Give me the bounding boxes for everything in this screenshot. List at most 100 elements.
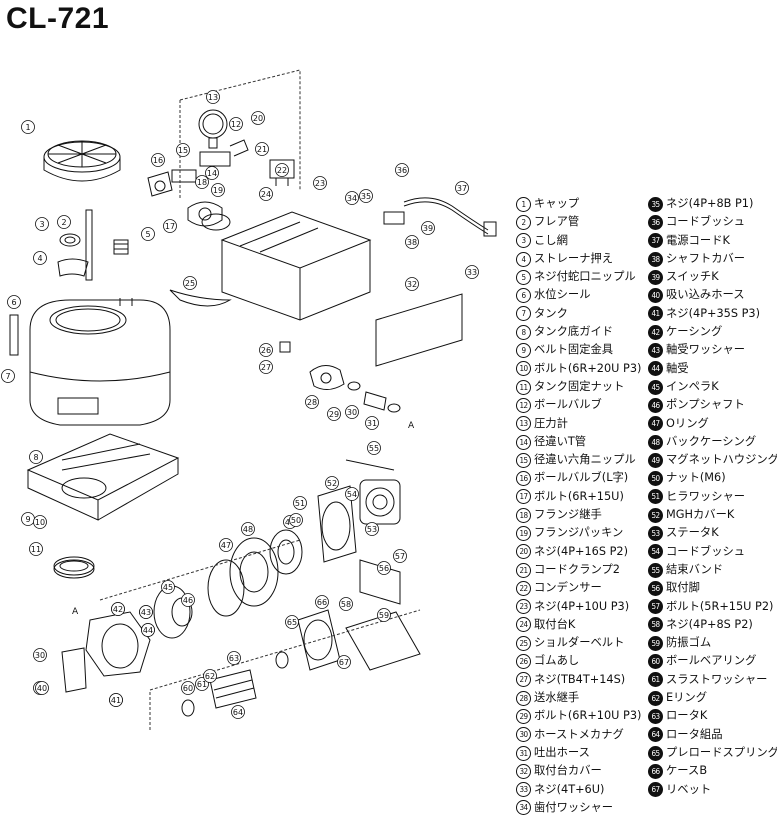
part-name: 取付台K (534, 617, 576, 631)
part-name: 軸受ワッシャー (666, 343, 746, 357)
callout-number: 10 (35, 518, 45, 527)
callout-48: 48 (241, 522, 255, 536)
callout-number: 61 (197, 680, 207, 689)
part-number-badge: 61 (648, 672, 663, 688)
callout-42: 42 (111, 602, 125, 616)
callout-number: 65 (287, 618, 297, 627)
part-name: ボールバルブ(L字) (534, 471, 629, 485)
callout-number: 13 (208, 93, 218, 102)
part-name: ケースB (666, 764, 708, 778)
callout-circle (7, 295, 21, 309)
callout-12: 12 (229, 117, 243, 131)
power-cord-part (403, 197, 497, 237)
callout-number: 62 (205, 672, 215, 681)
callout-58: 58 (339, 597, 353, 611)
callout-6: 6 (7, 295, 21, 309)
callout-circle (57, 215, 71, 229)
callout-25: 25 (183, 276, 197, 290)
callout-number: 43 (141, 608, 151, 617)
callout-number: 6 (11, 298, 16, 307)
callout-number: 15 (178, 146, 188, 155)
part-number-badge: 10 (516, 361, 531, 377)
stator-part (345, 459, 401, 525)
callout-number: 31 (367, 419, 377, 428)
callout-circle (255, 142, 269, 156)
part-number-badge: 53 (648, 525, 663, 541)
callout-number: 16 (153, 156, 163, 165)
callout-number: 8 (33, 453, 38, 462)
callout-28: 28 (305, 395, 319, 409)
callout-45: 45 (161, 580, 175, 594)
callout-circle (251, 111, 265, 125)
callout-4: 4 (33, 251, 47, 265)
flange-part (187, 201, 231, 231)
part-name: ボルト(6R+10U P3) (534, 709, 642, 723)
callout-10: 10 (33, 515, 47, 529)
callout-circle (211, 183, 225, 197)
rubber-foot-part (279, 341, 291, 353)
part-name: ゴムあし (534, 654, 580, 668)
callout-2: 2 (57, 215, 71, 229)
callout-number: 40 (37, 684, 47, 693)
callout-number: 1 (25, 123, 30, 132)
part-number-badge: 8 (516, 324, 531, 340)
callout-number: 26 (261, 346, 271, 355)
valve-fitting-group (147, 139, 249, 197)
callout-17: 17 (163, 219, 177, 233)
part-name: コードブッシュ (666, 215, 746, 229)
part-name: ベルト固定金具 (534, 343, 614, 357)
callout-circle (345, 405, 359, 419)
callout-43: 43 (139, 605, 153, 619)
part-number-badge: 26 (516, 654, 531, 670)
callout-number: 33 (467, 268, 477, 277)
callout-46: 46 (181, 593, 195, 607)
callout-circle (21, 120, 35, 134)
callout-number: 54 (347, 490, 357, 499)
callout-circle (161, 580, 175, 594)
part-name: 水位シール (534, 288, 591, 302)
part-number-badge: 66 (648, 763, 663, 779)
callout-29: 29 (327, 407, 341, 421)
callout-circle (259, 343, 273, 357)
callout-60: 60 (181, 681, 195, 695)
part-number-badge: 35 (648, 196, 663, 212)
callout-circle (377, 608, 391, 622)
part-name: ネジ(4P+10U P3) (534, 599, 630, 613)
callout-number: 3 (39, 220, 44, 229)
part-number-badge: 48 (648, 434, 663, 450)
callout-circle (315, 595, 329, 609)
callout-number: 4 (37, 254, 42, 263)
callout-19: 19 (211, 183, 225, 197)
part-number-badge: 22 (516, 580, 531, 596)
callout-circle (29, 450, 43, 464)
mgh-cover-part (317, 485, 357, 563)
pressure-gauge-part (198, 109, 228, 149)
part-number-badge: 39 (648, 269, 663, 285)
part-number-badge: 46 (648, 397, 663, 413)
part-number-badge: 55 (648, 562, 663, 578)
callout-number: 7 (5, 372, 10, 381)
part-number-badge: 47 (648, 416, 663, 432)
callout-number: 42 (113, 605, 123, 614)
callout-number: 9 (25, 515, 30, 524)
callout-number: 36 (397, 166, 407, 175)
part-number-badge: 7 (516, 306, 531, 322)
part-number-badge: 62 (648, 690, 663, 706)
